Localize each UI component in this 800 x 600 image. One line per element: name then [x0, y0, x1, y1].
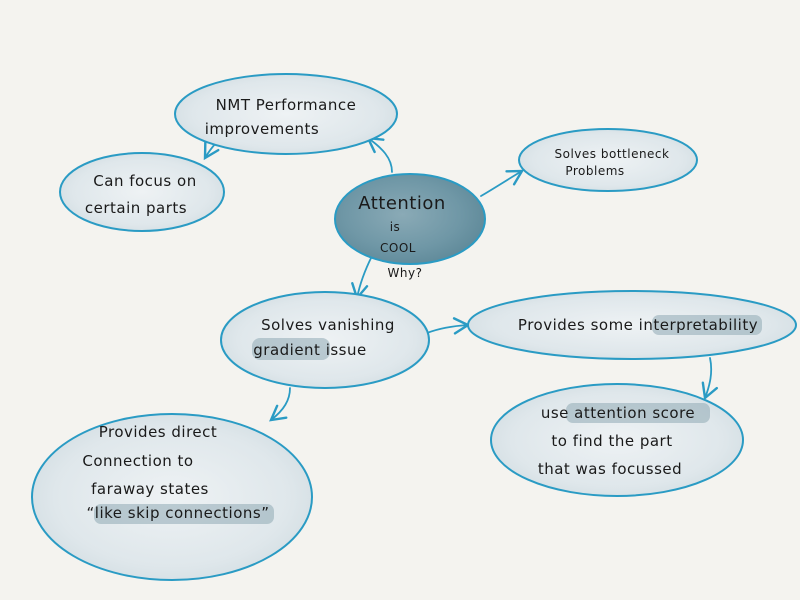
node-score-line-1: use attention score — [541, 404, 695, 422]
highlight-gradient — [252, 338, 330, 360]
center-line-3: COOL — [380, 241, 416, 255]
node-interpret-ellipse — [467, 290, 797, 360]
node-focus-line-1: Can focus on — [93, 172, 196, 190]
edge-vanishing-to-interpret — [426, 317, 471, 335]
node-bottleneck[interactable]: Solves bottleneck Problems — [518, 128, 698, 192]
node-direct-connection[interactable]: Provides direct Connection to faraway st… — [31, 413, 313, 581]
node-direct-line-3: faraway states — [91, 480, 209, 498]
edge-attention-to-bottleneck — [480, 169, 525, 197]
node-score-line-2: to find the part — [551, 432, 672, 450]
edge-attention-to-nmt — [365, 136, 393, 173]
node-vanishing-line-1: Solves vanishing — [261, 316, 395, 334]
node-can-focus[interactable]: Can focus on certain parts — [59, 152, 225, 232]
center-line-1: Attention — [358, 193, 446, 214]
node-focus-line-2: certain parts — [85, 199, 187, 217]
highlight-skip-connections — [94, 504, 274, 524]
node-nmt-ellipse — [174, 73, 398, 155]
node-direct-line-2: Connection to — [82, 452, 193, 470]
node-vanishing-line-2: gradient issue — [253, 341, 367, 359]
node-interpret-line-1: Provides some interpretability — [518, 316, 758, 334]
node-center-attention[interactable]: Attention is COOL Why? — [334, 173, 486, 280]
node-nmt-line-1: NMT Performance — [216, 96, 357, 114]
node-score-line-3: that was focussed — [538, 460, 682, 478]
node-attention-score[interactable]: use attention score to find the part tha… — [490, 383, 744, 497]
node-direct-line-1: Provides direct — [99, 423, 218, 441]
node-bottleneck-ellipse — [518, 128, 698, 192]
node-nmt-performance[interactable]: NMT Performance improvements — [174, 73, 398, 155]
node-focus-ellipse — [59, 152, 225, 232]
highlight-interpretability — [652, 315, 762, 335]
edge-attention-to-vanishing — [351, 255, 373, 301]
center-caption: Why? — [388, 266, 423, 280]
node-bottleneck-line-1: Solves bottleneck — [555, 147, 670, 161]
node-direct-line-4: “like skip connections” — [87, 504, 270, 522]
center-ellipse — [334, 173, 486, 265]
edge-interpret-to-score — [701, 357, 719, 401]
node-vanishing-gradient[interactable]: Solves vanishing gradient issue — [220, 291, 430, 389]
node-nmt-line-2: improvements — [205, 120, 319, 138]
node-interpretability[interactable]: Provides some interpretability — [467, 290, 797, 360]
center-line-2: is — [390, 220, 401, 234]
highlight-attention-score — [566, 403, 710, 423]
node-direct-ellipse — [31, 413, 313, 581]
node-bottleneck-line-2: Problems — [565, 164, 624, 178]
edge-vanishing-to-direct — [269, 387, 291, 422]
